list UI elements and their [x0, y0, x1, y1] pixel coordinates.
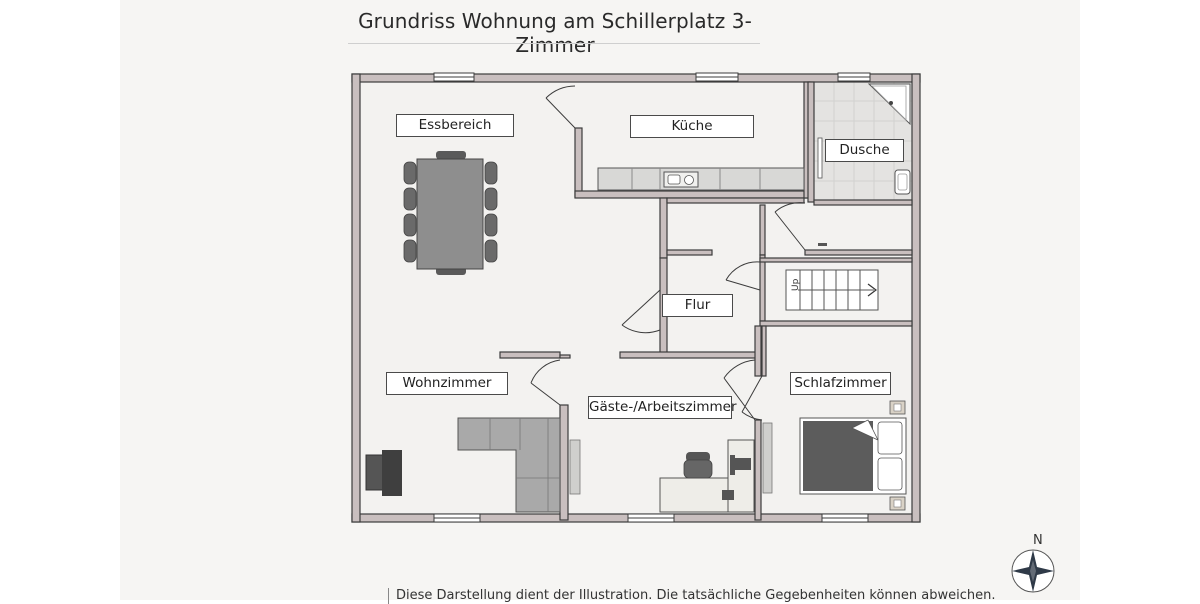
kitchen-counter	[597, 167, 805, 191]
disclaimer-text: Diese Darstellung dient der Illustration…	[388, 588, 996, 604]
room-label-kueche: Küche	[630, 115, 754, 138]
compass-north-label: N	[1033, 533, 1043, 548]
room-label-flur: Flur	[662, 294, 733, 317]
room-label-schlafzimmer: Schlafzimmer	[790, 372, 891, 395]
room-label-dusche: Dusche	[825, 139, 904, 162]
door-bathroom	[774, 202, 806, 251]
room-label-essbereich: Essbereich	[396, 114, 514, 137]
dining-table	[403, 151, 498, 275]
windows	[433, 72, 871, 523]
door-bedroom	[741, 375, 763, 421]
title-divider	[348, 43, 760, 44]
staircase: Up	[785, 269, 879, 311]
tv-console	[365, 450, 402, 496]
doors	[530, 85, 806, 421]
sofa	[457, 417, 561, 513]
compass-rose-icon	[1011, 549, 1055, 593]
door-kitchen	[545, 85, 576, 129]
room-label-wohnzimmer: Wohnzimmer	[386, 372, 508, 395]
room-label-gaeste-arbeitszimmer: Gäste-/Arbeitszimmer	[588, 396, 737, 419]
door-guest-room	[723, 359, 756, 421]
door-hall	[621, 289, 661, 334]
bathroom-fixtures	[817, 83, 911, 246]
door-living-room	[530, 359, 561, 406]
door-stairs	[725, 261, 761, 291]
page-title: Grundriss Wohnung am Schillerplatz 3-Zim…	[358, 9, 752, 57]
desk	[569, 422, 773, 513]
bed	[799, 400, 907, 511]
stairs-direction-label: Up	[791, 278, 801, 291]
